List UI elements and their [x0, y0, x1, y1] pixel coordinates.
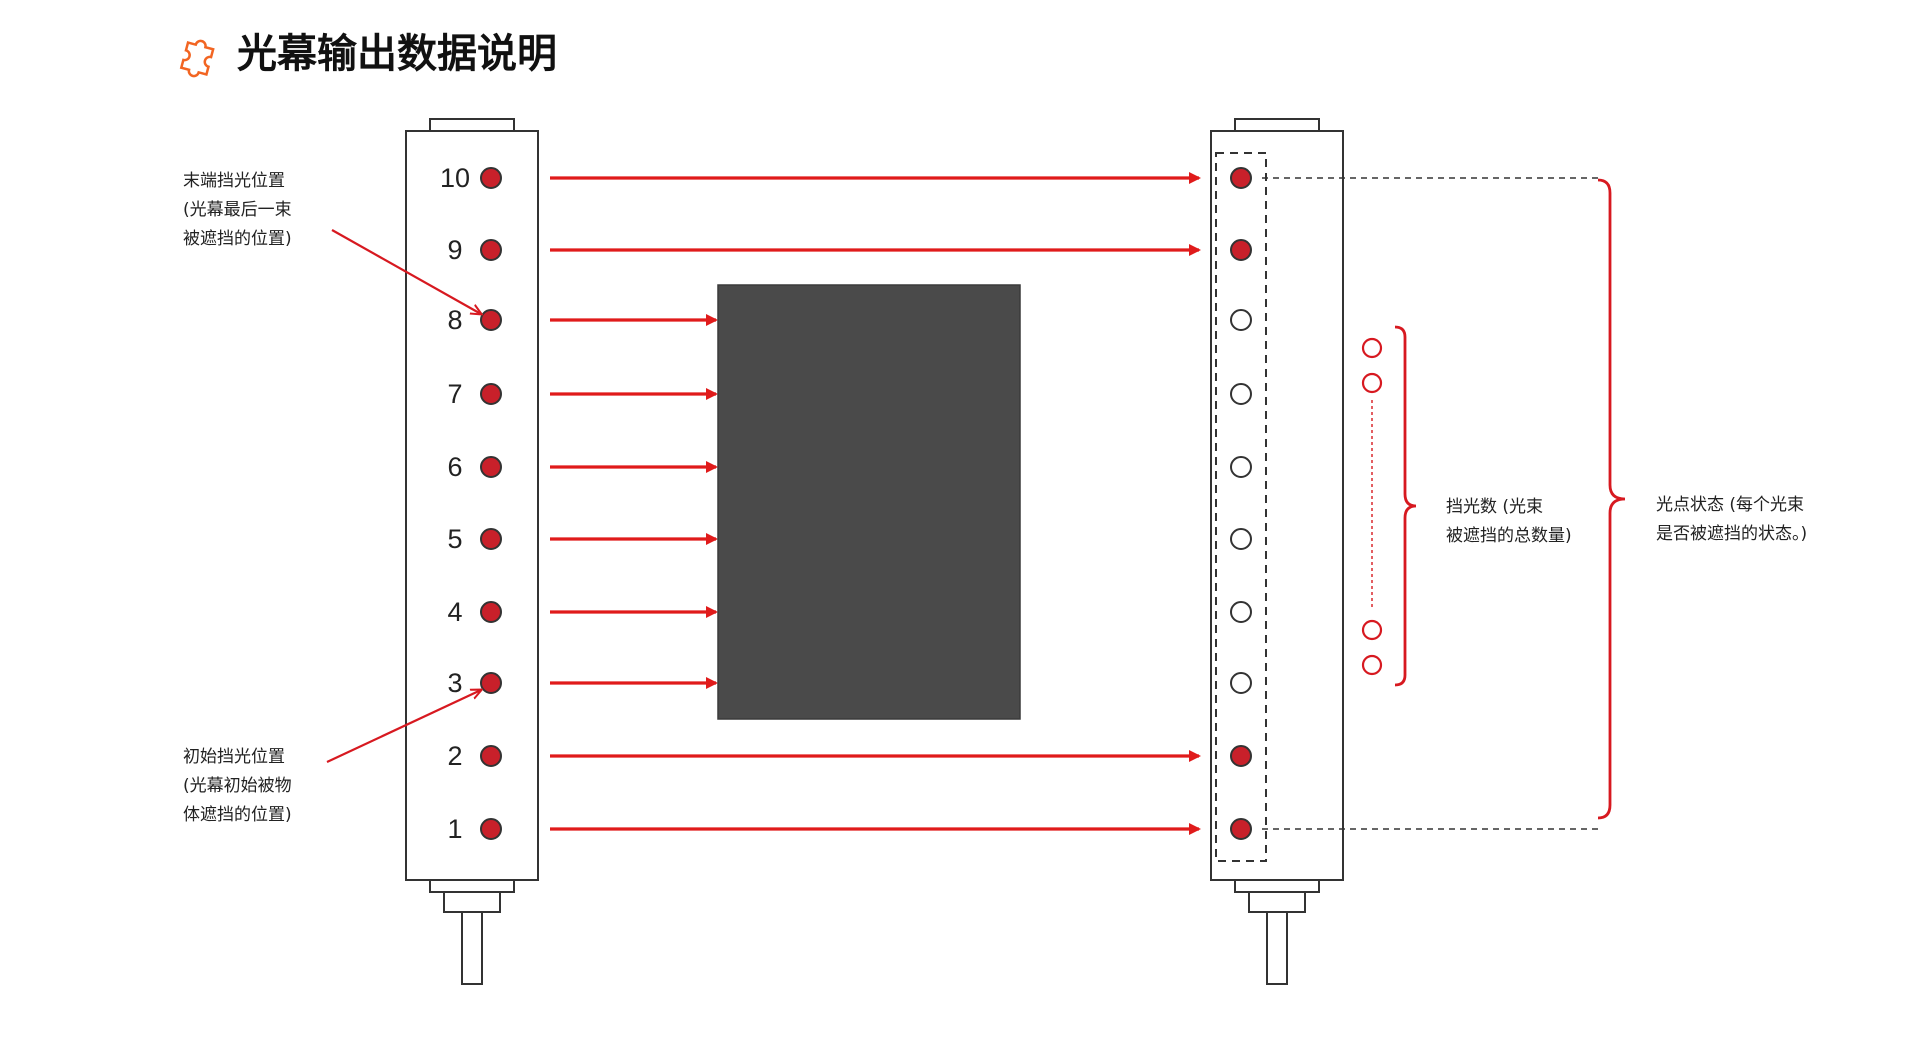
count-circle	[1361, 372, 1383, 394]
emitter-dot	[480, 456, 502, 478]
beam-status-brace	[1597, 178, 1626, 820]
beam-number: 7	[447, 379, 462, 409]
end-position-label-line3: 被遮挡的位置)	[183, 229, 292, 249]
puzzle-icon	[179, 39, 215, 78]
page-title: 光幕输出数据说明	[237, 31, 557, 77]
beam-status-dashed-box	[1215, 152, 1267, 862]
receiver-dot-blocked	[1230, 167, 1252, 189]
emitter-dot	[480, 239, 502, 261]
start-position-pointer	[326, 690, 481, 763]
emitter-dot	[480, 528, 502, 550]
beam-status-label: 光点状态 (每个光束 是否被遮挡的状态。)	[1656, 495, 1807, 544]
receiver-dot-clear	[1230, 309, 1252, 331]
beam-number: 10	[440, 163, 470, 193]
beam-status-label-line2: 是否被遮挡的状态。)	[1656, 524, 1807, 544]
start-position-label-line3: 体遮挡的位置)	[183, 805, 292, 825]
emitter-connector	[443, 891, 501, 913]
receiver-beam-dots	[1230, 167, 1252, 840]
receiver-dot-clear	[1230, 383, 1252, 405]
blocking-object	[717, 284, 1021, 720]
emitter-dot	[480, 309, 502, 331]
receiver-cable	[1266, 911, 1288, 985]
blocked-count-label-line1: 挡光数 (光束	[1446, 497, 1543, 517]
emitter-dot	[480, 818, 502, 840]
emitter-cable	[461, 911, 483, 985]
emitter-dot	[480, 167, 502, 189]
blocked-count-label-line2: 被遮挡的总数量)	[1446, 526, 1572, 546]
receiver-dot-clear	[1230, 528, 1252, 550]
blocked-count-brace	[1394, 325, 1417, 687]
end-position-label-line1: 末端挡光位置	[183, 171, 285, 191]
beam-arrows	[550, 172, 1201, 835]
count-circle	[1361, 654, 1383, 676]
emitter-dot	[480, 383, 502, 405]
beam-number: 5	[447, 524, 462, 554]
emitter-beam-dots	[480, 167, 502, 840]
receiver-body	[1210, 130, 1344, 881]
start-position-label-line2: (光幕初始被物	[183, 776, 292, 796]
receiver-unit	[1210, 118, 1344, 985]
emitter-dot	[480, 601, 502, 623]
emitter-dot	[480, 672, 502, 694]
emitter-body	[405, 130, 539, 881]
end-position-label: 末端挡光位置 (光幕最后一束 被遮挡的位置)	[183, 171, 292, 249]
emitter-beam-numbers: 10 9 8 7 6 5 4 3 2 1	[440, 163, 470, 844]
emitter-top-cap	[429, 118, 515, 132]
receiver-dot-clear	[1230, 601, 1252, 623]
receiver-dot-blocked	[1230, 239, 1252, 261]
beam-number: 2	[447, 741, 462, 771]
emitter-dot	[480, 745, 502, 767]
count-circle	[1361, 337, 1383, 359]
beam-number: 1	[447, 814, 462, 844]
beam-number: 3	[447, 668, 462, 698]
beam-number: 4	[447, 597, 462, 627]
emitter-unit: 10 9 8 7 6 5 4 3 2 1	[405, 118, 539, 985]
beam-number: 6	[447, 452, 462, 482]
blocked-count-label: 挡光数 (光束 被遮挡的总数量)	[1446, 497, 1572, 546]
title-group: 光幕输出数据说明	[179, 31, 557, 78]
receiver-connector	[1248, 891, 1306, 913]
beam-status-label-line1: 光点状态 (每个光束	[1656, 495, 1804, 515]
emitter-bottom-cap	[429, 879, 515, 893]
end-position-label-line2: (光幕最后一束	[183, 200, 292, 220]
receiver-dot-clear	[1230, 672, 1252, 694]
receiver-dot-blocked	[1230, 818, 1252, 840]
beam-number: 8	[447, 305, 462, 335]
blocked-count-illustration	[1361, 325, 1417, 687]
start-position-label-line1: 初始挡光位置	[183, 747, 285, 767]
end-position-pointer	[331, 229, 481, 314]
receiver-dot-blocked	[1230, 745, 1252, 767]
receiver-top-cap	[1234, 118, 1320, 132]
count-circle	[1361, 619, 1383, 641]
beam-number: 9	[447, 235, 462, 265]
start-position-label: 初始挡光位置 (光幕初始被物 体遮挡的位置)	[183, 747, 292, 825]
receiver-dot-clear	[1230, 456, 1252, 478]
receiver-bottom-cap	[1234, 879, 1320, 893]
